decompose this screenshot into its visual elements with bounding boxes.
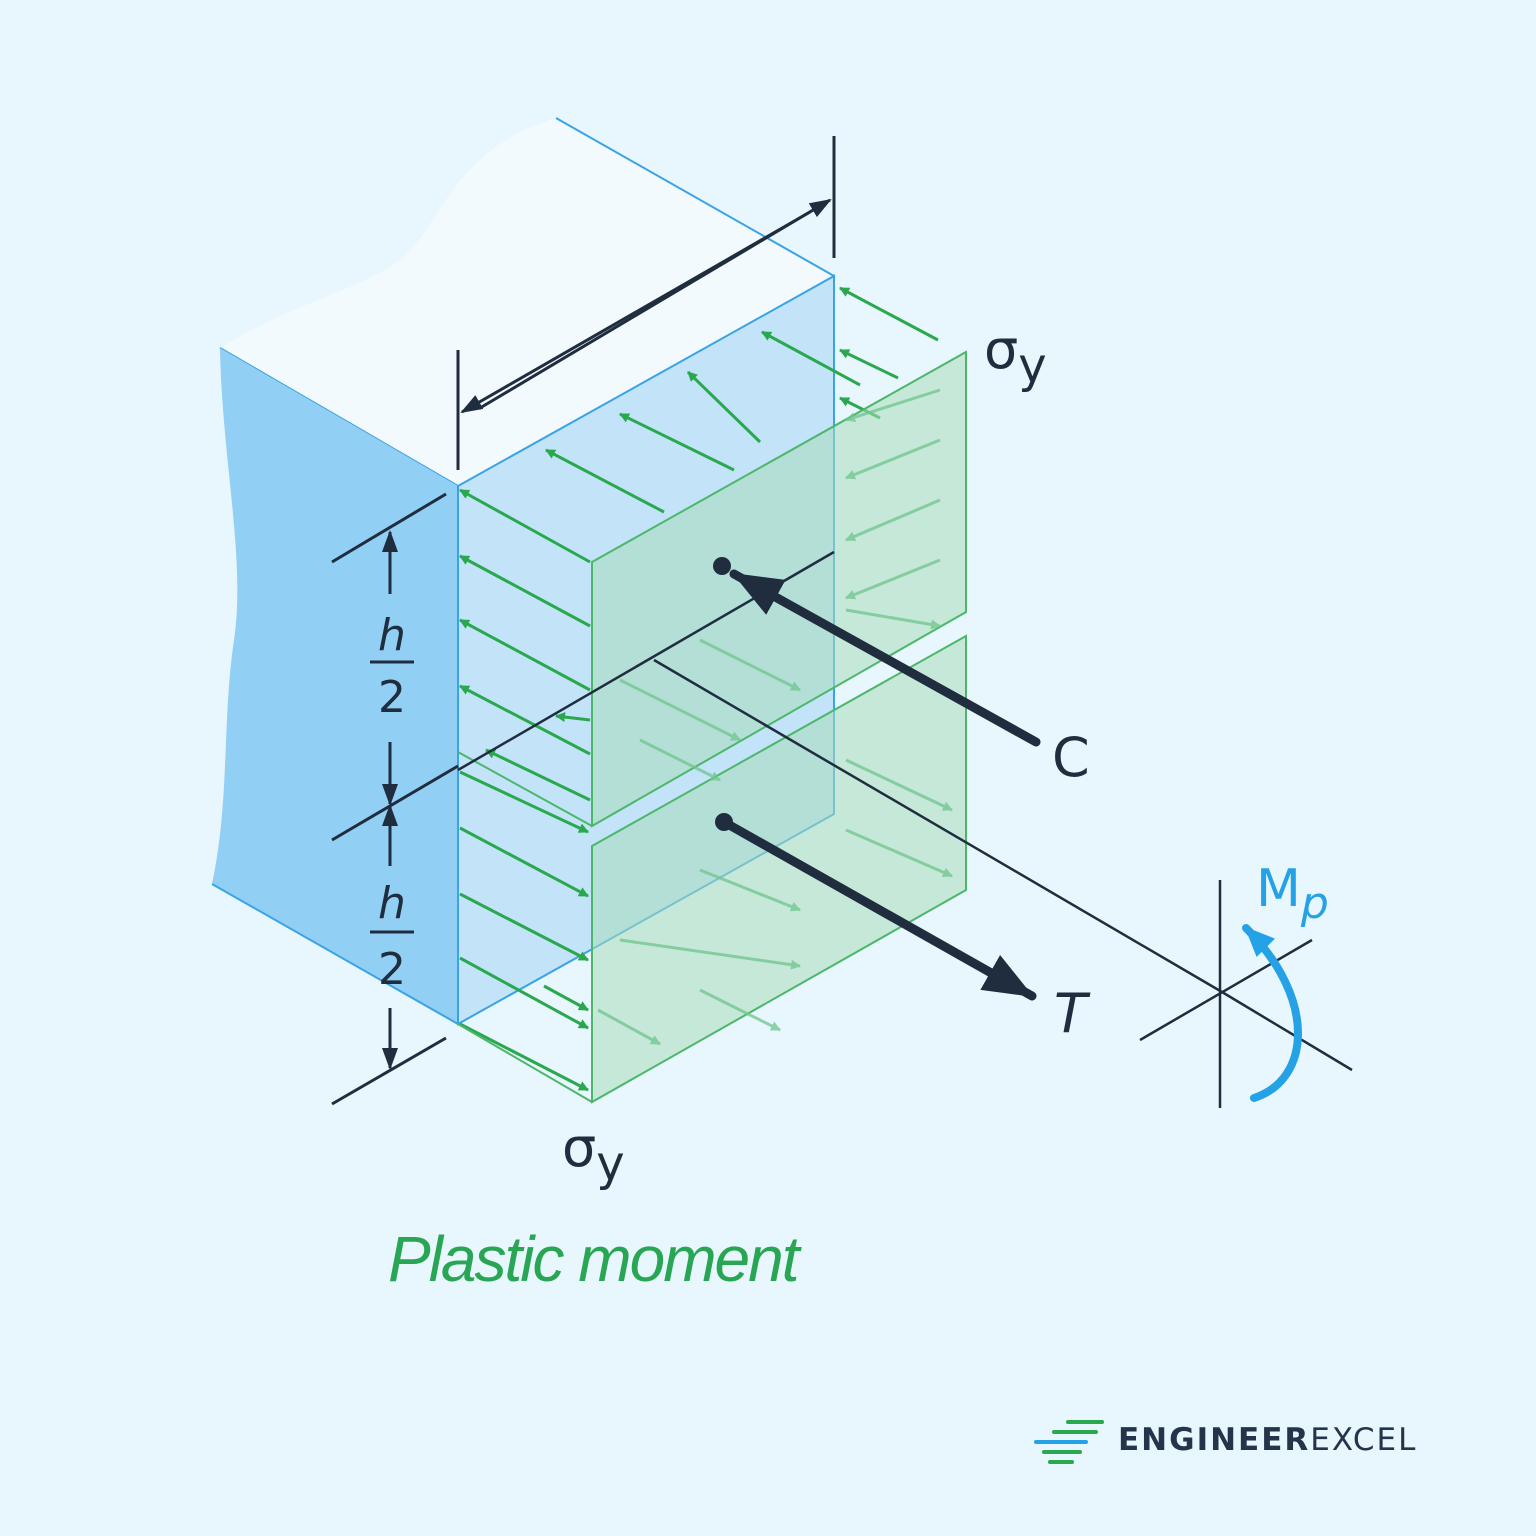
half-height-upper-numerator: h bbox=[378, 610, 406, 661]
brand-name: ENGINEEREXCEL bbox=[1118, 1422, 1417, 1458]
half-height-lower-denominator: 2 bbox=[378, 944, 406, 995]
moment-arrow bbox=[1242, 924, 1302, 1102]
beam-top-face bbox=[220, 118, 834, 486]
tension-arrows bbox=[459, 770, 589, 1092]
beam-side-face bbox=[212, 348, 458, 1024]
compression-label: C bbox=[1052, 726, 1090, 789]
compression-force-arrow bbox=[729, 569, 1041, 747]
beam-bottom-edge bbox=[211, 883, 459, 1025]
moment-axes bbox=[1139, 880, 1353, 1108]
brand-name-part2: EXCEL bbox=[1310, 1422, 1418, 1458]
sigma-y-bottom-label: σy bbox=[562, 1116, 625, 1192]
height-dimension bbox=[331, 492, 459, 1106]
tension-block-bottom-edge bbox=[457, 1023, 593, 1103]
half-height-lower-numerator: h bbox=[378, 878, 406, 929]
brand-name-part1: ENGINEER bbox=[1118, 1422, 1311, 1458]
compression-arrows bbox=[459, 330, 861, 802]
brand-logo-icon bbox=[1034, 1420, 1104, 1464]
tension-stress-block bbox=[591, 634, 967, 1104]
sigma-y-top-label: σy bbox=[984, 318, 1047, 394]
width-dimension bbox=[456, 136, 836, 470]
plastic-moment-label: Mp bbox=[1256, 859, 1329, 929]
brand-logo: ENGINEEREXCEL bbox=[1032, 1418, 1452, 1468]
compression-centroid-dot bbox=[713, 557, 731, 575]
beam-top-edge bbox=[555, 117, 835, 277]
tension-label: T bbox=[1054, 982, 1091, 1045]
half-height-upper-denominator: 2 bbox=[378, 672, 406, 723]
stress-arrows-faint bbox=[597, 388, 953, 1046]
diagram-caption: Plastic moment bbox=[388, 1223, 799, 1295]
compression-block-bottom-edge bbox=[457, 751, 593, 827]
tension-force-arrow bbox=[719, 817, 1037, 1001]
